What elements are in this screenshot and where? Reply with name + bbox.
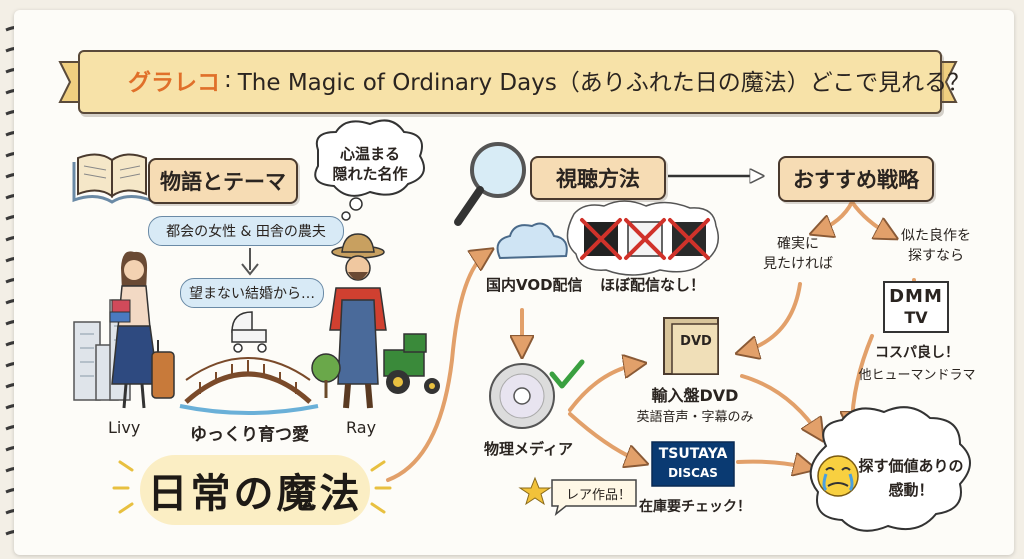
cd-disc-icon xyxy=(489,363,555,429)
tractor-icon xyxy=(383,333,440,394)
title-text: The Magic of Ordinary Days（ありふれた日の魔法）どこで… xyxy=(237,70,971,96)
dvd-title: 輸入盤DVD xyxy=(651,386,739,405)
pill-marriage-text: 望まない結婚から… xyxy=(189,286,315,302)
tsutaya-note: 在庫要チェック！ xyxy=(639,499,751,515)
thought-cloud xyxy=(314,119,425,221)
dmm-logo-line1: DMM xyxy=(889,286,943,307)
title-banner xyxy=(78,50,942,114)
dvd-subtitle: 英語音声・字幕のみ xyxy=(636,410,754,425)
arrow-physical-to-tsutaya xyxy=(568,412,642,462)
tsutaya-logo-line1: TSUTAYA xyxy=(658,446,728,462)
arrow-physical-to-dvd xyxy=(568,364,640,412)
dmm-logo-line2: TV xyxy=(904,308,928,327)
thought-line1: 心温まる xyxy=(339,145,400,163)
dmm-note2: 他ヒューマンドラマ xyxy=(858,368,976,383)
arrow-magic-to-vod xyxy=(386,252,488,482)
pill-marriage: 望まない結婚から… xyxy=(180,278,324,308)
slow-love-label: ゆっくり育つ愛 xyxy=(190,425,309,445)
physical-media-label: 物理メディア xyxy=(484,440,573,458)
dmm-logo-box xyxy=(883,281,949,333)
dvd-case-icon xyxy=(663,317,719,375)
viewing-heading-box: 視聴方法 xyxy=(530,156,666,200)
star-icon xyxy=(518,476,552,506)
brand-label: グラレコ xyxy=(128,70,220,96)
baby-stroller-icon xyxy=(231,311,267,353)
pill-couple-text: 都会の女性 & 田舎の農夫 xyxy=(166,224,326,240)
pill-couple: 都会の女性 & 田舎の農夫 xyxy=(148,216,344,246)
crying-face-icon xyxy=(817,455,859,497)
page-title: グラレコ : The Magic of Ordinary Days（ありふれた日… xyxy=(128,60,970,100)
magic-label-box: 日常の魔法 xyxy=(140,455,370,525)
tsutaya-logo-box xyxy=(651,441,735,487)
tree xyxy=(311,353,341,398)
check-icon xyxy=(549,359,585,389)
result-text: 探す価値ありの 感動！ xyxy=(856,454,966,502)
magnifier-icon xyxy=(454,142,526,226)
vod-label: 国内VOD配信 xyxy=(486,276,583,294)
magic-label: 日常の魔法 xyxy=(147,471,363,517)
tsutaya-logo-line2: DISCAS xyxy=(668,466,718,480)
arrow-left-to-dvd xyxy=(742,282,802,352)
title-colon: : xyxy=(224,67,232,93)
vod-cloud-bubble xyxy=(566,200,719,276)
rare-badge-shape xyxy=(551,479,637,516)
thought-line2: 隠れた名作 xyxy=(332,165,408,183)
name-livy: Livy xyxy=(108,418,141,437)
name-ray: Ray xyxy=(346,418,377,437)
strategy-heading-box: おすすめ戦略 xyxy=(778,156,934,202)
dvd-icon-label: DVD xyxy=(680,334,712,349)
arrow-strategy-left xyxy=(816,200,854,232)
open-book-icon xyxy=(72,153,152,204)
result-line1: 探す価値ありの xyxy=(858,457,964,475)
result-cloud xyxy=(809,406,971,532)
story-heading-box: 物語とテーマ xyxy=(148,158,298,204)
ray-figure xyxy=(329,233,387,409)
rare-badge: レア作品！ xyxy=(566,488,632,503)
arrow-tsutaya-to-result xyxy=(736,462,810,468)
branch-right-line2: 探すなら xyxy=(908,248,964,264)
result-line2: 感動！ xyxy=(888,481,934,499)
cloud-icon xyxy=(496,222,568,260)
down-arrow xyxy=(241,248,259,276)
arrow-dvd-to-result xyxy=(740,374,820,436)
livy-figure xyxy=(109,251,175,409)
branch-left-line1: 確実に xyxy=(777,236,819,252)
dmm-note1: コスパ良し！ xyxy=(875,345,959,361)
story-heading: 物語とテーマ xyxy=(160,170,286,194)
branch-left-text: 確実に 見たければ xyxy=(752,234,844,274)
branch-right-text: 似た良作を 探すなら xyxy=(890,226,982,266)
viewing-heading: 視聴方法 xyxy=(556,167,640,191)
branch-left-line2: 見たければ xyxy=(763,256,833,272)
sparkle-lines xyxy=(112,460,392,514)
vod-note: ほぼ配信なし！ xyxy=(600,276,706,294)
branch-right-line1: 似た良作を xyxy=(901,228,971,244)
strategy-heading: おすすめ戦略 xyxy=(793,168,919,192)
bridge xyxy=(179,357,319,415)
thought-text: 心温まる 隠れた名作 xyxy=(326,144,414,184)
arrow-strategy-right xyxy=(850,200,892,236)
